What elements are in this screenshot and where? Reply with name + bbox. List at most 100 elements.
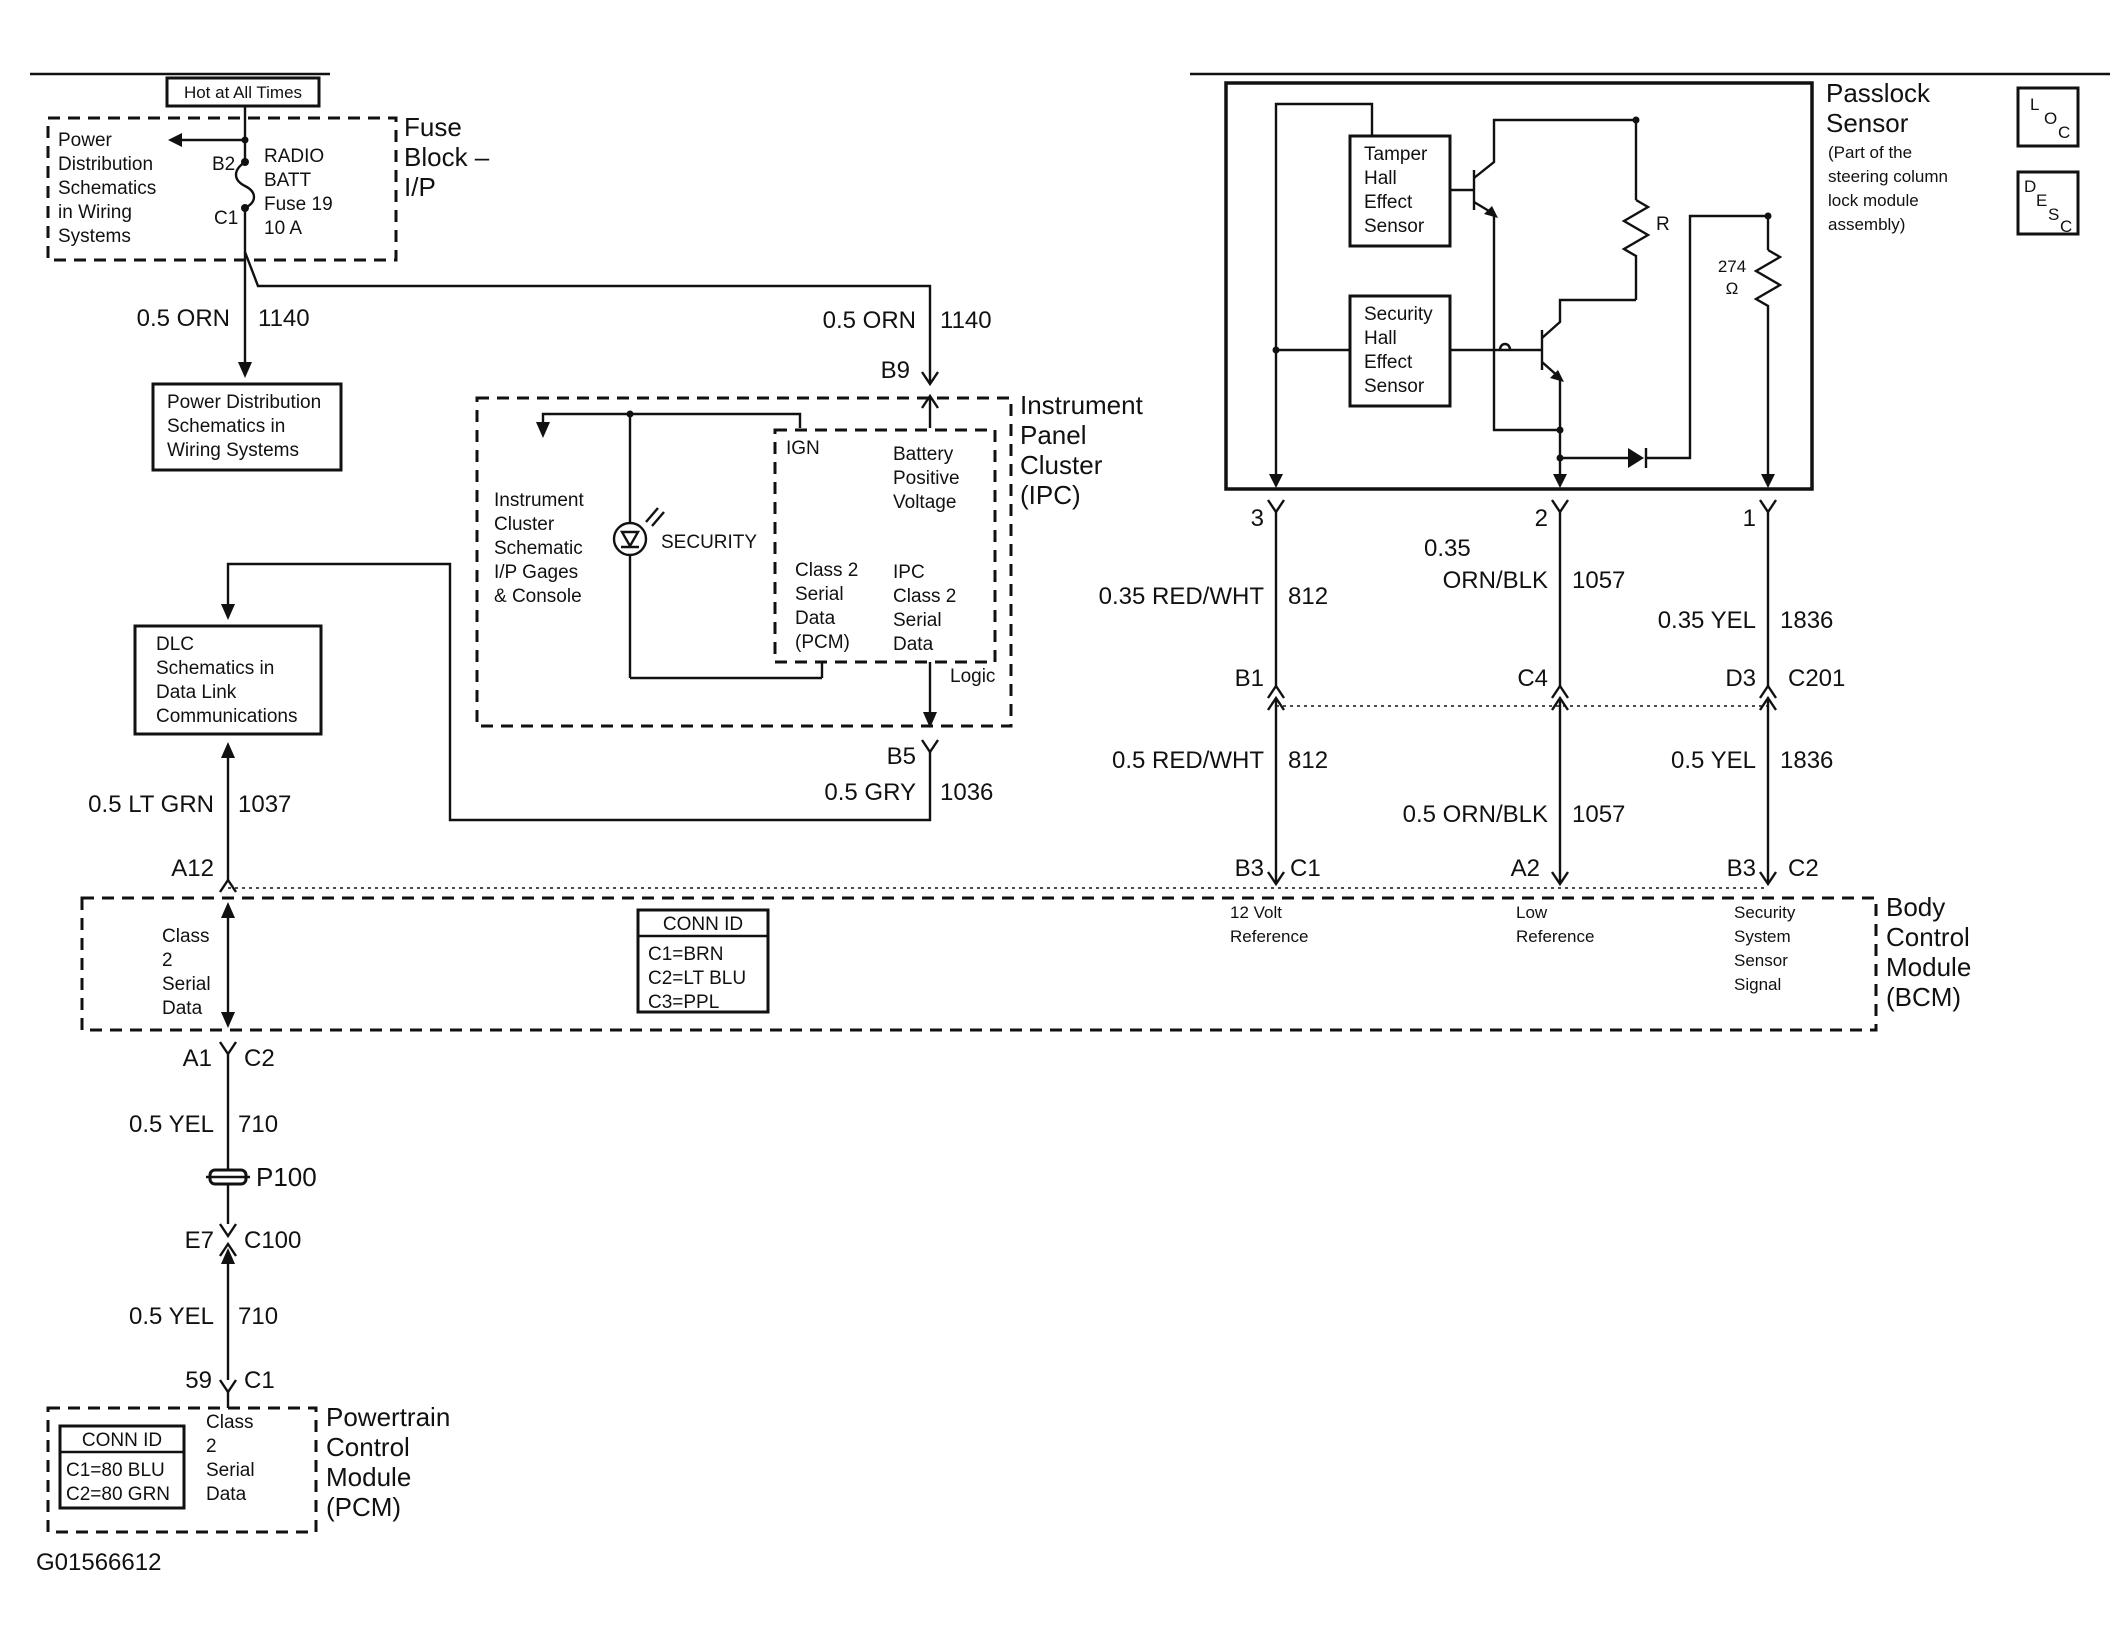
ipc-ign-label: IGN xyxy=(786,438,820,459)
passlock-sub-4: assembly) xyxy=(1828,215,1905,234)
pcm-conn-id-title: CONN ID xyxy=(82,1430,162,1451)
fuse-text-1: RADIO xyxy=(264,146,324,167)
wire-1836-lower-circuit: 1836 xyxy=(1780,747,1833,774)
loc-icon[interactable]: L O C xyxy=(2016,86,2080,148)
c201-pin-d3: D3 xyxy=(1725,665,1756,692)
hot-at-all-times-box xyxy=(165,76,321,108)
tamper-2: Hall xyxy=(1364,168,1397,189)
passlock-sub-2: steering column xyxy=(1828,167,1948,186)
loc-letter-c: C xyxy=(2058,123,2070,142)
fuse-text-4: 10 A xyxy=(264,218,302,239)
splice-label: P100 xyxy=(256,1162,317,1192)
resistor-r-icon xyxy=(1621,198,1651,300)
ipc-pin-b9: B9 xyxy=(881,357,910,384)
wire-1836-lower-color: 0.5 YEL xyxy=(1671,747,1756,774)
pd-box-arrow-icon xyxy=(238,362,252,378)
pcm-conn-id-c2: C2=80 GRN xyxy=(66,1484,170,1505)
bcm-sec-signal-2: System xyxy=(1734,927,1791,946)
desc-letter-e: E xyxy=(2036,191,2047,210)
pd-box-line-1: Power Distribution xyxy=(167,392,321,413)
wire-812-lower-circuit: 812 xyxy=(1288,747,1328,774)
ipc-logic-label: Logic xyxy=(950,666,995,687)
bcm-pin-b3-c1-pin: B3 xyxy=(1235,855,1264,882)
pd-note-2: Distribution xyxy=(58,154,153,175)
wire-1037-color: 0.5 LT GRN xyxy=(88,791,214,818)
wire-1057-lower-circuit: 1057 xyxy=(1572,801,1625,828)
resistor-274-unit: Ω xyxy=(1726,279,1739,298)
body-control-module: Body Control Module (BCM) Class 2 Serial… xyxy=(80,855,1971,1032)
pcm-conn-id-c1: C1=80 BLU xyxy=(66,1460,165,1481)
fuse-block-title-1: Fuse xyxy=(404,112,462,142)
security-sensor-1: Security xyxy=(1364,304,1433,325)
passlock-sensor: Passlock Sensor (Part of the steering co… xyxy=(1224,78,1948,491)
desc-letter-d: D xyxy=(2024,177,2036,196)
ipc-left-note-2: Cluster xyxy=(494,514,555,535)
ipc-class2-2: Class 2 xyxy=(893,586,956,607)
pin1-arrow-icon xyxy=(1761,474,1775,488)
bcm-title-3: Module xyxy=(1886,952,1971,982)
c201-pin-b1: B1 xyxy=(1235,665,1264,692)
dlc-box xyxy=(133,624,323,736)
hot-at-all-times-label: Hot at All Times xyxy=(184,83,302,102)
ipc-logic-arrow-icon xyxy=(923,712,937,728)
bcm-sec-signal-1: Security xyxy=(1734,903,1796,922)
ipc-title-3: Cluster xyxy=(1020,450,1103,480)
pd-box-line-2: Schematics in xyxy=(167,416,285,437)
ipc-left-note-3: Schematic xyxy=(494,538,583,559)
ipc-class2-3: Serial xyxy=(893,610,942,631)
dlc-up-arrow-icon xyxy=(221,742,235,758)
wire-1140-ipc-color: 0.5 ORN xyxy=(823,307,916,334)
p100-splice: P100 xyxy=(206,1162,317,1192)
loc-letter-l: L xyxy=(2030,95,2039,114)
bcm-sec-signal-4: Signal xyxy=(1734,975,1781,994)
wire-812-lower-color: 0.5 RED/WHT xyxy=(1112,747,1264,774)
bcm-class2-2: 2 xyxy=(162,950,173,971)
bcm-pin-a1: A1 xyxy=(183,1045,212,1072)
bcm-title-1: Body xyxy=(1886,892,1945,922)
pcm-class2-4: Data xyxy=(206,1484,247,1505)
ipc-schematic-arrow-icon xyxy=(536,422,550,438)
pcm-class2-3: Serial xyxy=(206,1460,255,1481)
security-sensor-3: Effect xyxy=(1364,352,1413,373)
ipc-class2-pcm-2: Serial xyxy=(795,584,844,605)
fuse-pin-b2: B2 xyxy=(212,154,235,175)
wire-1140-ipc-circuit: 1140 xyxy=(940,307,992,334)
bcm-pin-b3-c2-pin: B3 xyxy=(1727,855,1756,882)
desc-icon[interactable]: D E S C xyxy=(2016,170,2080,236)
pd-note-1: Power xyxy=(58,130,113,151)
passlock-sub-1: (Part of the xyxy=(1828,143,1912,162)
fuse-block-outline xyxy=(46,116,398,262)
wire-1140-left-color: 0.5 ORN xyxy=(137,305,230,332)
bcm-low-ref-2: Reference xyxy=(1516,927,1594,946)
pcm-conn-id-box xyxy=(58,1424,186,1510)
tamper-3: Effect xyxy=(1364,192,1413,213)
bcm-class2-3: Serial xyxy=(162,974,211,995)
bcm-outline xyxy=(80,896,1878,1032)
security-sensor-2: Hall xyxy=(1364,328,1397,349)
ipc-class2-pcm-4: (PCM) xyxy=(795,632,850,653)
figure-id: G01566612 xyxy=(36,1549,161,1576)
passlock-sub-3: lock module xyxy=(1828,191,1919,210)
pcm-connector-c1: C1 xyxy=(244,1367,275,1394)
tamper-4: Sensor xyxy=(1364,216,1425,237)
ipc-title-2: Panel xyxy=(1020,420,1087,450)
fuse-text-3: Fuse 19 xyxy=(264,194,333,215)
wire-710-lower-color: 0.5 YEL xyxy=(129,1303,214,1330)
pcm-class2-1: Class xyxy=(206,1412,254,1433)
bcm-pin-c2: C2 xyxy=(244,1045,275,1072)
pcm-title-2: Control xyxy=(326,1432,410,1462)
security-sensor-4: Sensor xyxy=(1364,376,1425,397)
wire-1057-lower-color: 0.5 ORN/BLK xyxy=(1403,801,1548,828)
wire-812-upper-color: 0.35 RED/WHT xyxy=(1099,583,1265,610)
fuse-text-2: BATT xyxy=(264,170,312,191)
powertrain-control-module: Powertrain Control Module (PCM) CONN ID … xyxy=(46,1392,450,1534)
ipc-left-note-5: & Console xyxy=(494,586,582,607)
c201-pin-c4: C4 xyxy=(1517,665,1548,692)
c100-pin-e7: E7 xyxy=(185,1227,214,1254)
pd-note-5: Systems xyxy=(58,226,131,247)
fuse-block-title-2: Block – xyxy=(404,142,490,172)
passlock-title-2: Sensor xyxy=(1826,108,1909,138)
c100-label: C100 xyxy=(244,1227,301,1254)
ipc-outline xyxy=(475,396,1013,728)
